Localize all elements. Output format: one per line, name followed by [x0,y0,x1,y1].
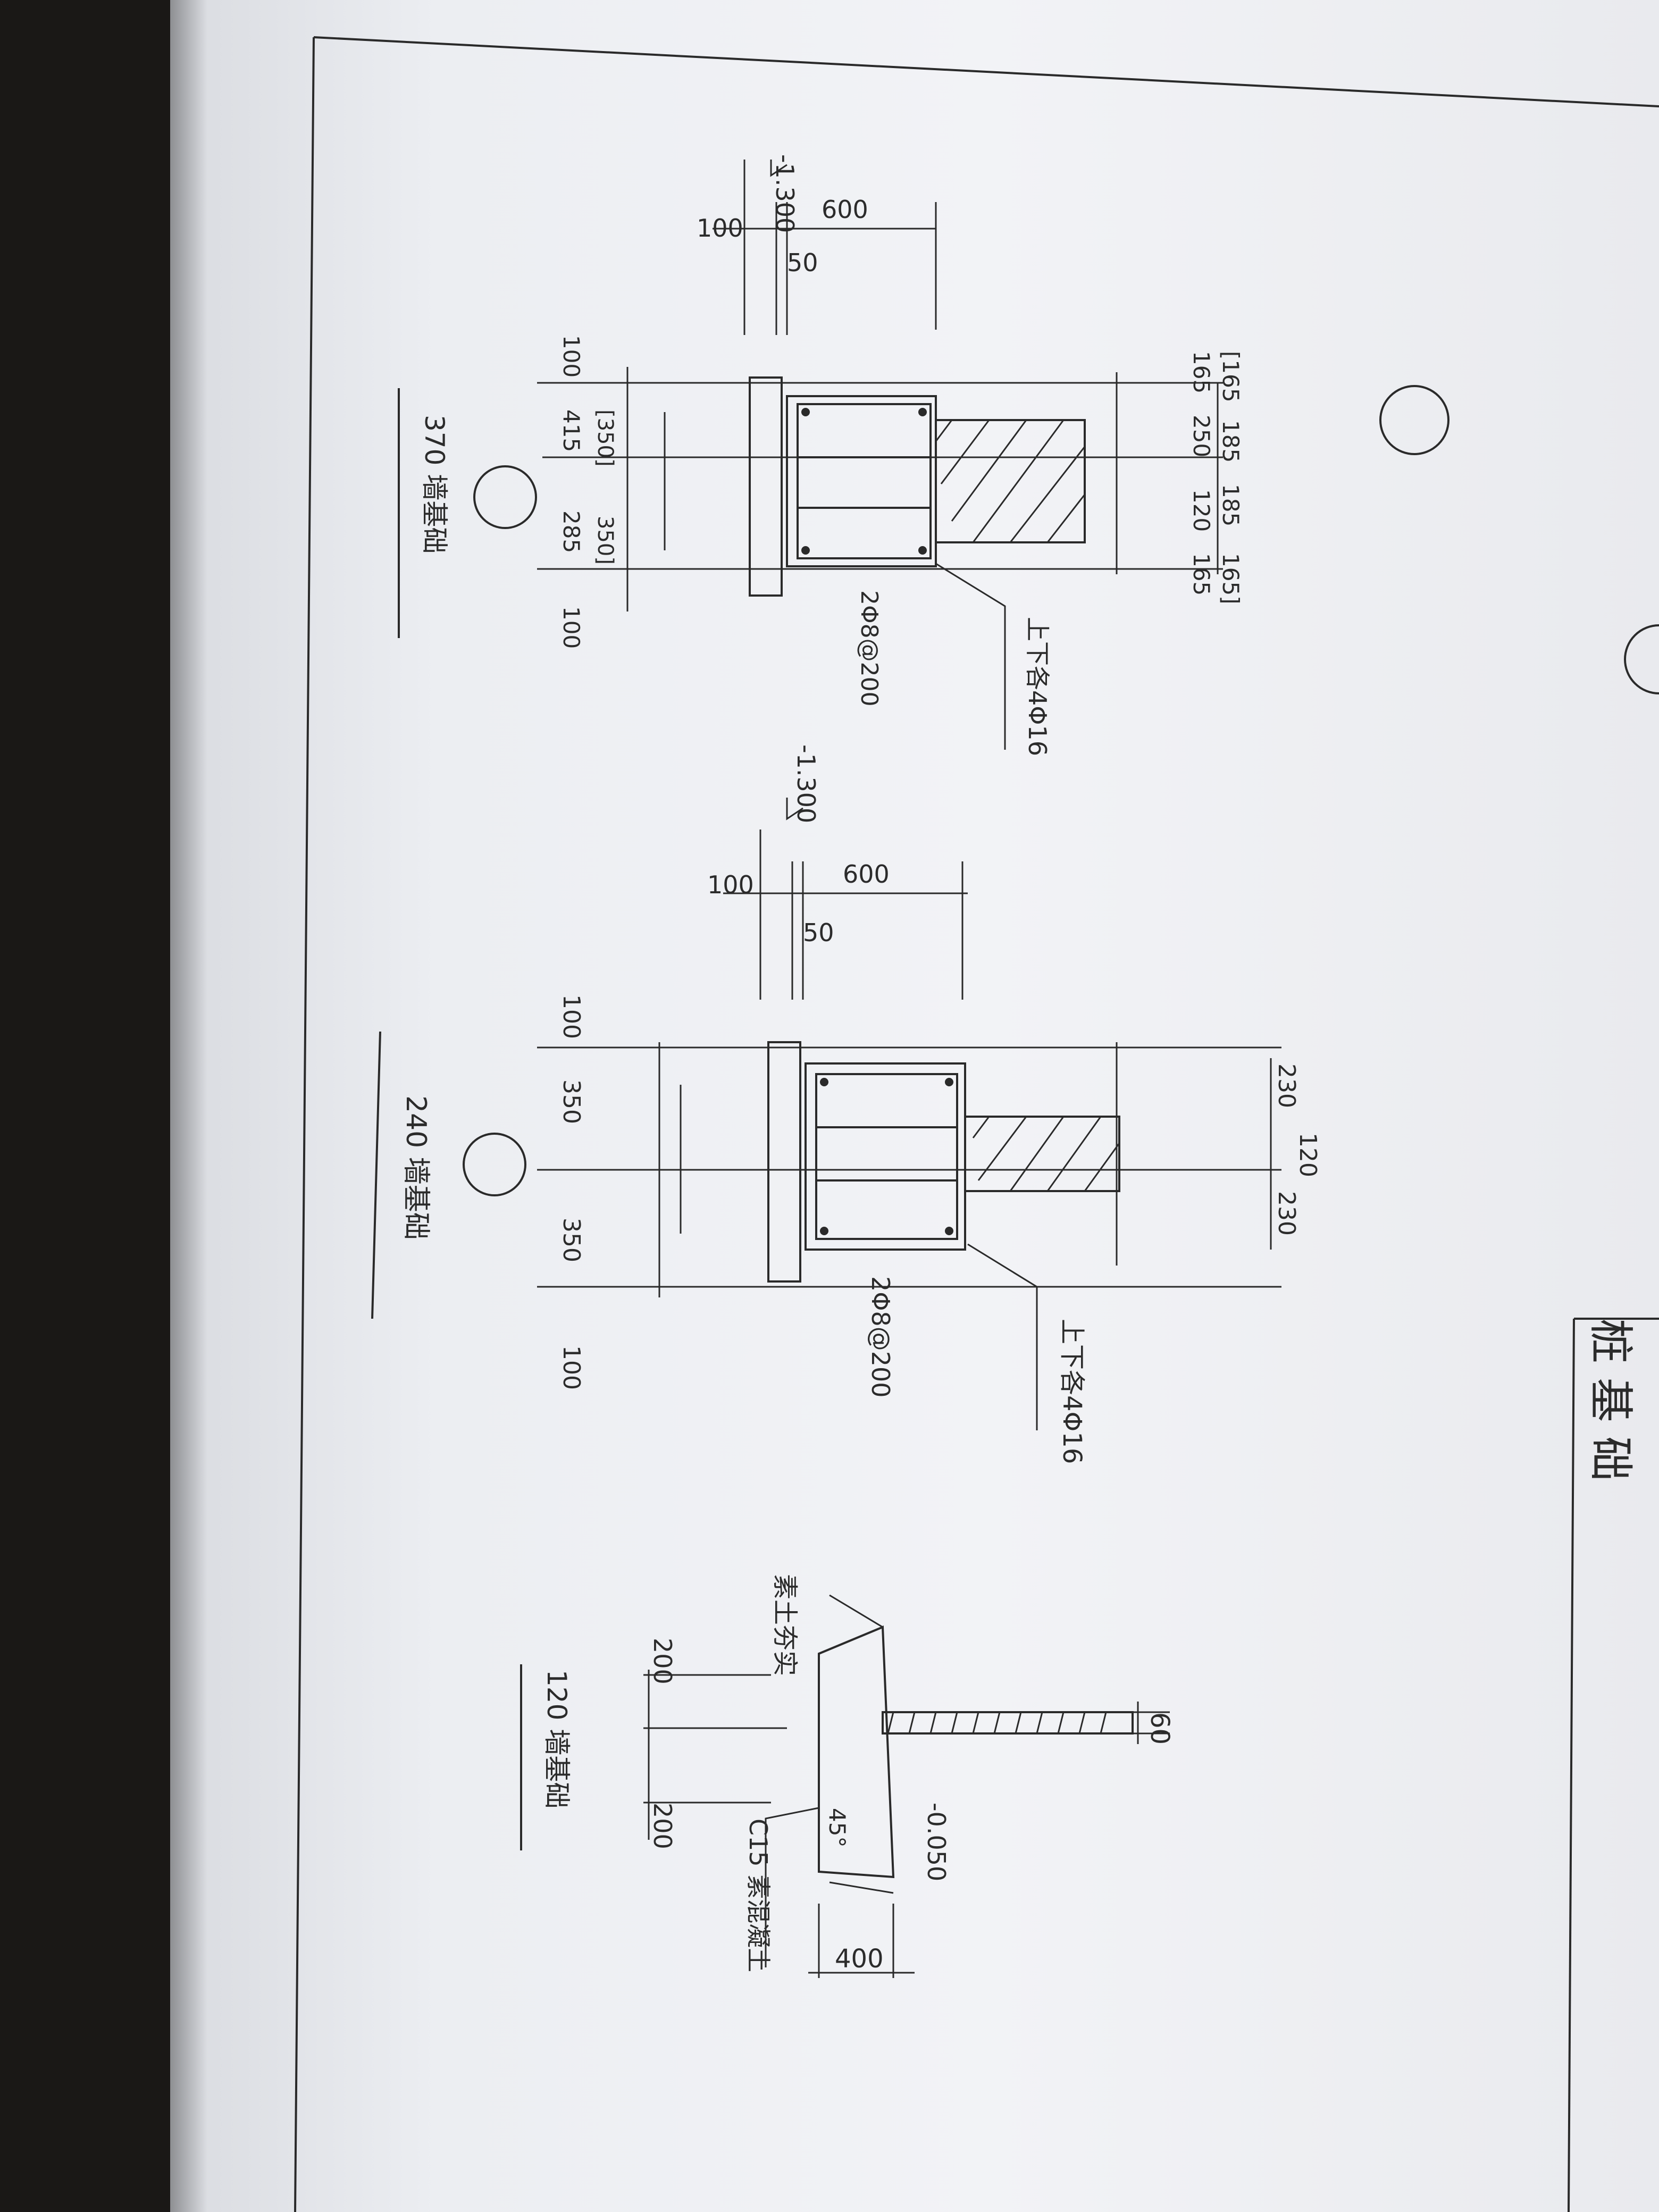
rebar-dot [801,408,810,416]
dim-240-b3: 350 [558,1218,585,1262]
dim-50-240: 50 [803,918,834,947]
sheet-border-left [294,37,315,2212]
footing-beam [797,403,932,559]
dim-240-1: 230 [1273,1063,1300,1108]
dim-top-2: 185 [1218,420,1244,463]
rebar-label-240: 上下各4Φ16 [1057,1319,1087,1464]
dim-top-3: 185 [1218,484,1244,526]
axis-bubble [473,465,537,529]
dim-600-240: 600 [843,860,890,889]
bedding-pad [749,376,783,597]
dim-50: 50 [787,248,818,277]
dim-bottom-1: 100 [558,335,584,378]
rebar-leader [967,1243,1038,1430]
dim-bottom-upper-1: [350] [593,409,617,467]
dim-100: 100 [697,214,743,242]
dim-bottom-upper-2: 350] [593,516,617,565]
concrete-leader [765,1807,819,1967]
paper-shadow [170,0,207,2212]
dim-200-2: 200 [648,1803,677,1849]
detail-120: 素土夯实 200 200 [520,1574,1175,1978]
footing-outline [805,1062,966,1251]
dim-bottom-3: 285 [558,510,584,553]
paper-sheet [170,0,1659,2212]
axis-circle [1624,624,1659,694]
slope-line [829,1594,883,1628]
title-370: 370 墙基础 [419,415,450,554]
title-120: 120 墙基础 [541,1670,572,1808]
sheet-border-top [313,36,1659,107]
elev-370: -1.300 [770,154,799,233]
wall-section-240 [964,1116,1120,1192]
rebar-dot [945,1078,953,1086]
axis-bubble [463,1133,526,1196]
elev-marker [786,798,803,820]
elev-120: -0.050 [922,1803,951,1881]
slope-line [829,1881,894,1894]
dim-top-4: 165] [1218,553,1244,605]
footing-outline [786,395,937,567]
dim-240-b2: 350 [558,1079,585,1124]
detail-370: -1.300 100 600 50 [398,154,1244,756]
rebar-dot [918,546,927,555]
rebar-dot [918,408,927,416]
dim-top-1: [165 [1218,351,1244,403]
dim-240-b4: 100 [558,1345,585,1390]
rebar-label-370: 上下各4Φ16 [1023,617,1052,756]
wall-section-120 [882,1711,1134,1735]
rebar-dot [801,546,810,555]
elev-marker [770,160,787,177]
dim-top-lower-2: 250 [1188,415,1214,457]
dim-top-lower-1: 165 [1188,351,1214,393]
dim-top-lower-4: 165 [1188,553,1214,596]
title-block-text: 桩 基 础 [1585,1319,1637,1481]
title-underline [371,1031,381,1319]
dim-bottom-2: 415 [558,409,584,452]
rebar-leader [935,563,1006,750]
concrete-label: C15 素混凝土 [744,1819,773,1972]
dim-100-240: 100 [707,870,754,899]
rebar-dot [945,1227,953,1235]
dim-top-lower-3: 120 [1188,489,1214,532]
stirrup-label-240: 2Φ8@200 [866,1276,895,1398]
soil-label: 素土夯实 [770,1574,800,1676]
dim-60: 60 [1145,1712,1175,1745]
dim-400: 400 [835,1944,884,1974]
detail-240: -1.300 100 600 50 [371,744,1321,1464]
axis-circle [1379,385,1449,455]
title-block-edge [1568,1318,1575,2212]
dim-240-2: 120 [1294,1133,1321,1177]
dim-600: 600 [822,195,868,224]
dim-240-3: 230 [1273,1191,1300,1236]
stirrup-label-370: 2Φ8@200 [856,590,883,707]
dim-200-1: 200 [648,1638,677,1685]
concrete-footing-120 [818,1626,895,1879]
elev-240: -1.300 [792,744,820,823]
footing-beam [815,1073,958,1240]
bedding-pad [767,1041,801,1283]
dim-bottom-4: 100 [558,606,584,649]
rebar-dot [820,1227,828,1235]
rebar-dot [820,1078,828,1086]
angle-45: 45° [824,1808,850,1847]
title-240: 240 墙基础 [400,1095,432,1240]
dim-240-b1: 100 [558,994,585,1039]
